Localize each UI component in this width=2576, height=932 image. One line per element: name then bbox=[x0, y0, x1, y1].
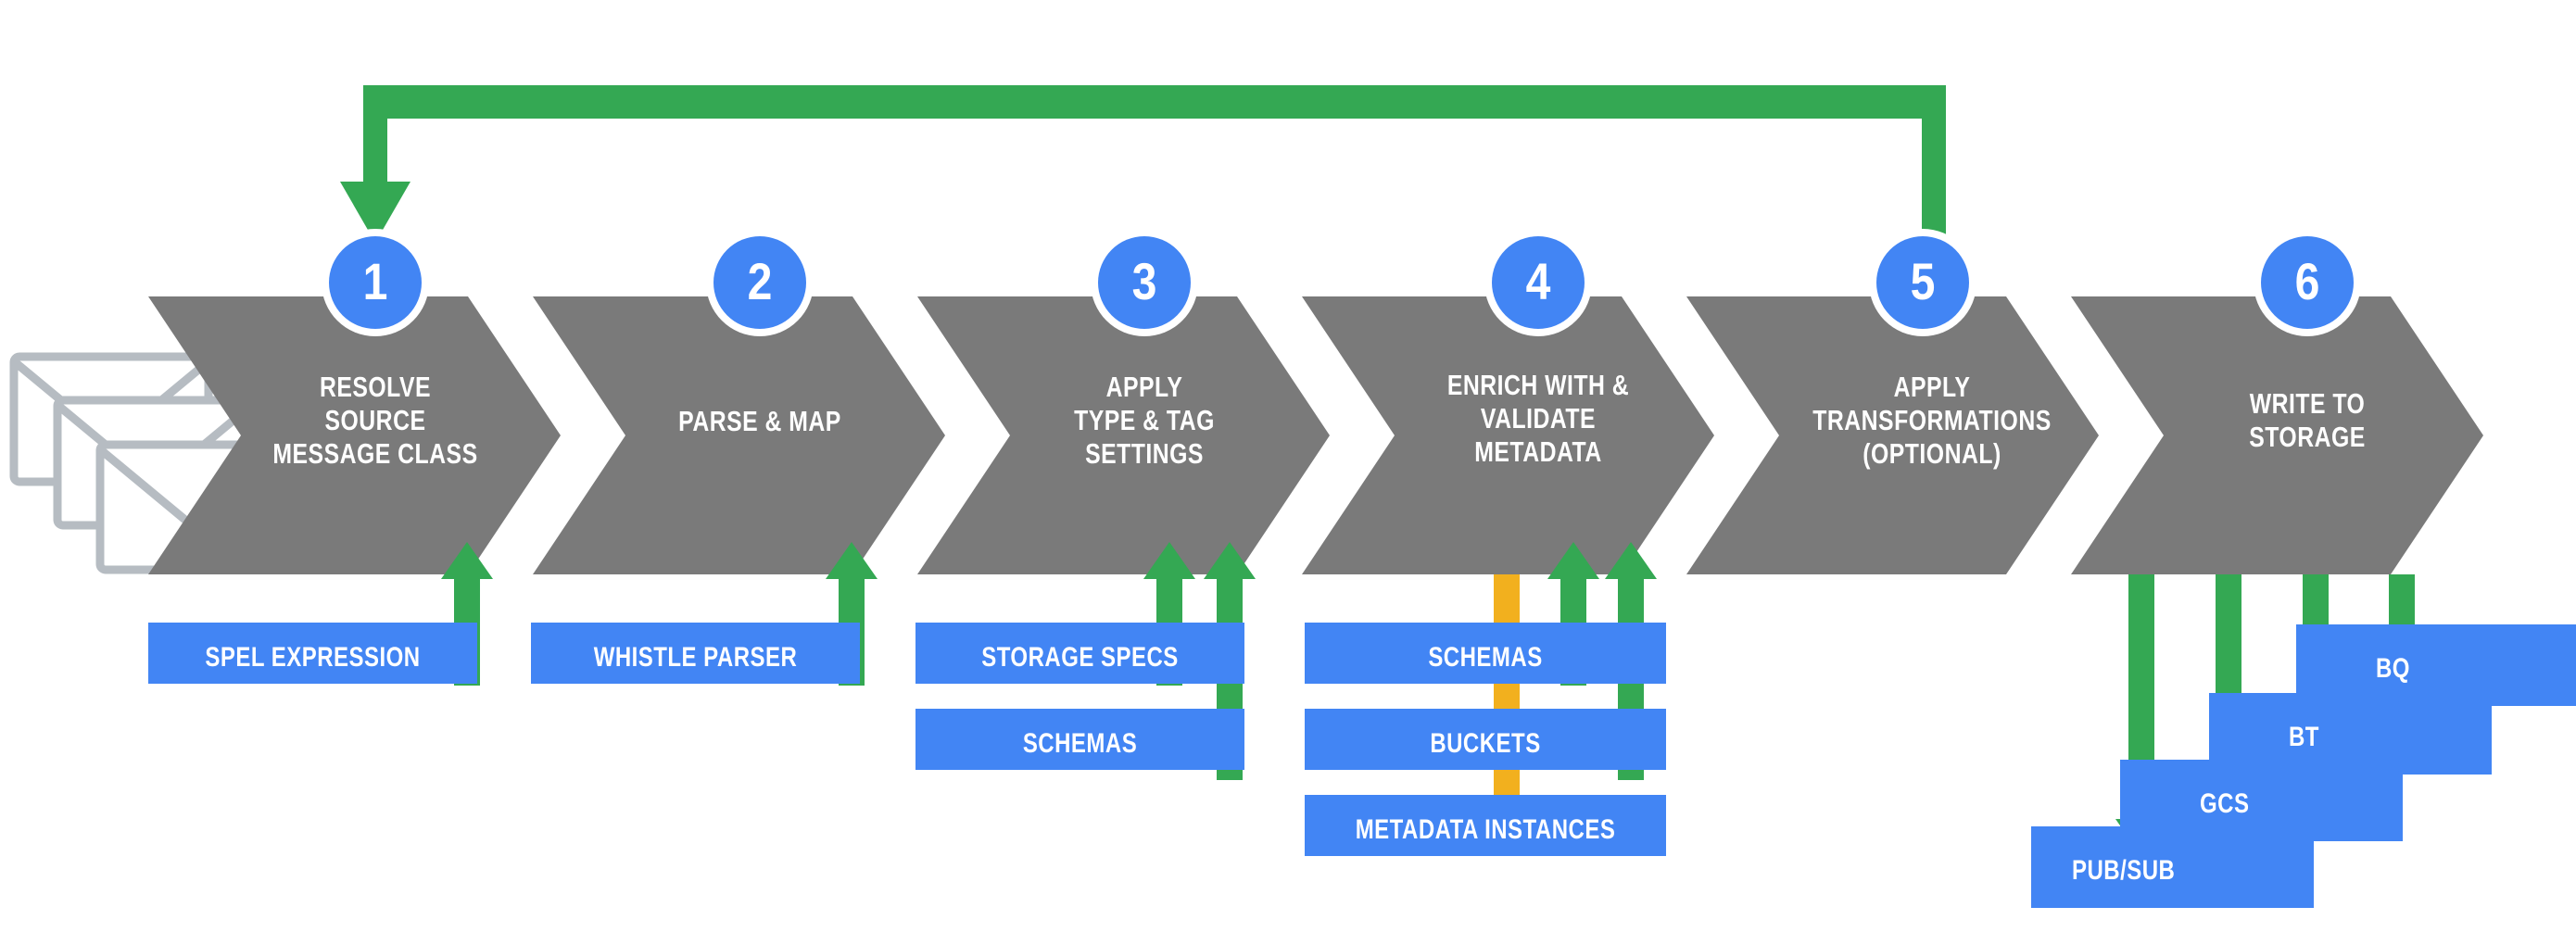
stage-label-6-line2: STORAGE bbox=[2249, 420, 2366, 453]
stage-label-3: APPLY TYPE & TAG SETTINGS bbox=[987, 371, 1302, 471]
stage-number-circle-4 bbox=[1484, 229, 1592, 336]
chip-buckets bbox=[1305, 709, 1666, 770]
chip-schemas-4 bbox=[1305, 623, 1666, 684]
stage-chevron-4 bbox=[1302, 296, 1714, 574]
stage-label-5-line3: (OPTIONAL) bbox=[1863, 436, 2001, 470]
chip-metadata-instances bbox=[1305, 795, 1666, 856]
stage-chevron-3 bbox=[917, 296, 1330, 574]
stage-number-circle-6 bbox=[2254, 229, 2361, 336]
stage-label-4: ENRICH WITH & VALIDATE METADATA bbox=[1371, 369, 1705, 469]
stage-number-2: 2 bbox=[747, 252, 773, 310]
stage-label-6: WRITE TO STORAGE bbox=[2150, 387, 2465, 454]
stage-label-1-line2: SOURCE bbox=[324, 403, 426, 436]
resource-chips bbox=[148, 623, 1666, 856]
feedback-loop-arrow bbox=[340, 85, 1946, 296]
stage-label-4-line2: VALIDATE bbox=[1480, 401, 1597, 435]
chip-pubsub bbox=[2031, 826, 2314, 908]
chip-storage-specs bbox=[915, 623, 1244, 684]
chip-bq bbox=[2296, 624, 2576, 706]
stage-label-2: PARSE & MAP bbox=[602, 405, 917, 438]
stage-number-5: 5 bbox=[1910, 252, 1936, 310]
stage-label-3-line1: APPLY bbox=[1105, 371, 1183, 403]
stage-label-3-line2: TYPE & TAG bbox=[1074, 403, 1215, 436]
chip-spel-expression bbox=[148, 623, 477, 684]
chip-schemas-3 bbox=[915, 709, 1244, 770]
stage-label-2-line1: PARSE & MAP bbox=[678, 405, 841, 437]
stage-chevrons bbox=[148, 296, 2483, 574]
stage-label-1-line3: MESSAGE CLASS bbox=[272, 436, 478, 470]
stage-label-3-line3: SETTINGS bbox=[1085, 436, 1204, 470]
stage-number-circles bbox=[322, 229, 2361, 336]
stage-number-6: 6 bbox=[2294, 252, 2320, 310]
stage-label-5: APPLY TRANSFORMATIONS (OPTIONAL) bbox=[1756, 371, 2108, 471]
stage-number-circle-5 bbox=[1869, 229, 1976, 336]
stage-chevron-1 bbox=[148, 296, 561, 574]
stage-number-3: 3 bbox=[1131, 252, 1157, 310]
stage-label-6-line1: WRITE TO bbox=[2249, 387, 2366, 420]
stage-number-4: 4 bbox=[1525, 252, 1551, 310]
chip-whistle-parser bbox=[531, 623, 860, 684]
stage-label-5-line2: TRANSFORMATIONS bbox=[1812, 403, 2052, 436]
stage-number-circle-2 bbox=[706, 229, 814, 336]
stage-number-circle-3 bbox=[1091, 229, 1198, 336]
stage-label-1-line1: RESOLVE bbox=[319, 371, 432, 403]
stage-chevron-5 bbox=[1686, 296, 2099, 574]
stage-label-1: RESOLVE SOURCE MESSAGE CLASS bbox=[218, 371, 533, 471]
storage-target-chips bbox=[2031, 624, 2576, 908]
stage-chevron-6 bbox=[2071, 296, 2483, 574]
stage-label-4-line1: ENRICH WITH & bbox=[1446, 369, 1630, 401]
stage-label-4-line3: METADATA bbox=[1474, 435, 1602, 468]
stage-number-1: 1 bbox=[362, 252, 388, 310]
stage-number-circle-1 bbox=[322, 229, 429, 336]
stage-label-5-line1: APPLY bbox=[1893, 371, 1971, 403]
stage-chevron-2 bbox=[533, 296, 945, 574]
